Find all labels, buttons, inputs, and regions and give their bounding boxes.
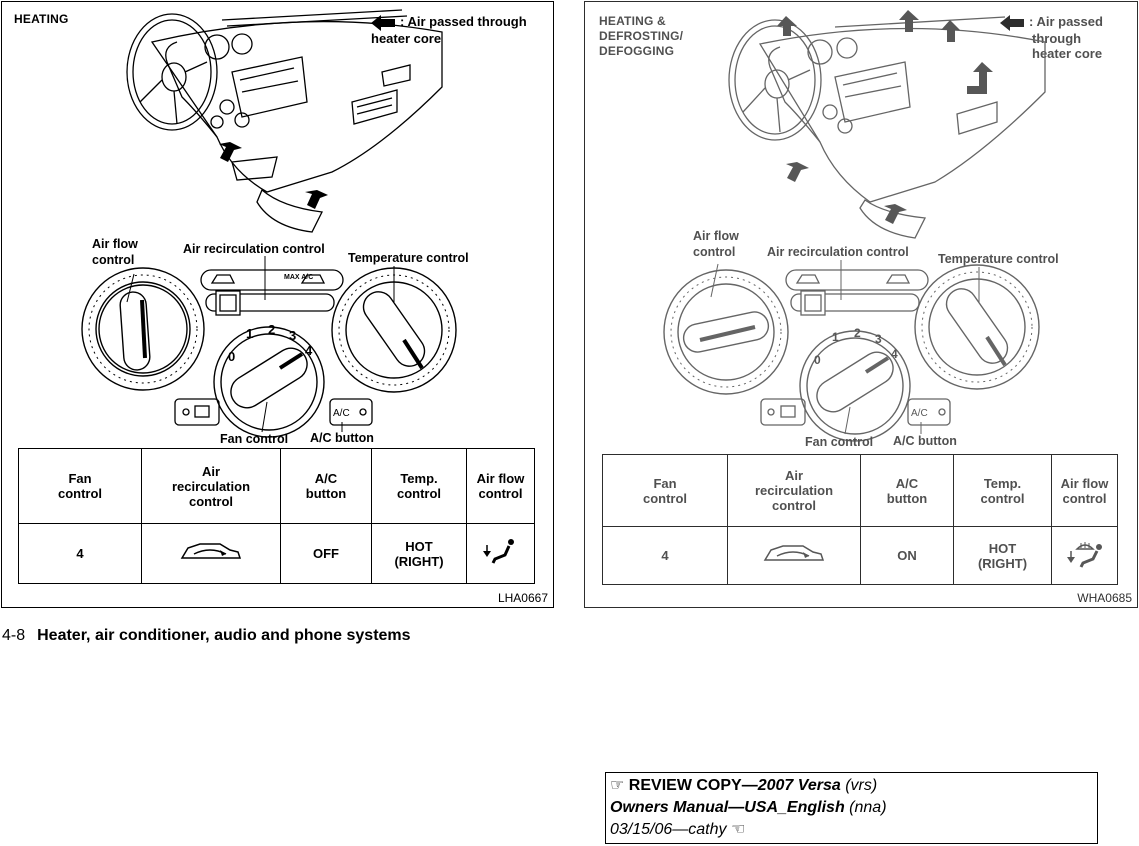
cell-recirc (727, 526, 861, 585)
pointing-hand-right-icon: ☞ (610, 777, 625, 794)
callout-temperature: Temperature control (938, 252, 1059, 266)
page-number: 4-8 (2, 627, 26, 644)
cell-recirc (141, 523, 281, 584)
panel-title: HEATING (14, 12, 69, 26)
callout-fan: Fan control (805, 435, 874, 449)
callout-ac-button: A/C button (893, 434, 957, 448)
foot-vent-icon (482, 539, 514, 564)
review-line-1: ☞ REVIEW COPY—2007 Versa (vrs) (610, 777, 878, 794)
cell-ac: OFF (280, 523, 372, 584)
cell-fan: 4 (602, 526, 728, 585)
ac-button-text: A/C (911, 408, 928, 419)
heating-defrosting-illustration: 0 1 2 3 4 A/C (663, 10, 1046, 442)
figure-heating: HEATING : Air passed through heater core (1, 1, 554, 608)
review-line-3: 03/15/06—cathy ☜ (610, 821, 746, 838)
cell-fan: 4 (18, 523, 142, 584)
review-copy-box: ☞ REVIEW COPY—2007 Versa (vrs) Owners Ma… (605, 772, 1098, 844)
cell-ac: ON (860, 526, 954, 585)
fan-speed-2: 2 (854, 326, 861, 340)
figure-code: WHA0685 (1077, 591, 1132, 605)
recirculation-car-icon (180, 543, 242, 559)
fan-speed-4: 4 (891, 347, 898, 361)
defrost-foot-vent-icon (1066, 542, 1102, 568)
ac-button-text: A/C (333, 408, 350, 419)
callout-air-recirculation: Air recirculation control (767, 245, 909, 259)
table-row: 4 OFF HOT(RIGHT) (18, 523, 535, 584)
header-temp: Temp.control (953, 454, 1052, 527)
heater-core-legend: : Air passed through heater core (1000, 14, 1135, 61)
pointing-hand-left-icon: ☜ (730, 821, 746, 838)
cell-air-flow (1051, 526, 1118, 585)
fan-speed-3: 3 (289, 328, 296, 343)
table-row: 4 ON HOT(RIGHT) (602, 526, 1118, 585)
fan-speed-4: 4 (305, 343, 313, 358)
section-title: Heater, air conditioner, audio and phone… (37, 627, 411, 644)
air-arrow-icon (1000, 14, 1024, 31)
callout-temperature: Temperature control (348, 251, 469, 265)
fan-speed-0: 0 (228, 349, 235, 364)
callout-ac-button: A/C button (310, 431, 374, 445)
review-line-2: Owners Manual—USA_English (nna) (610, 799, 887, 816)
callout-fan: Fan control (220, 432, 289, 446)
figure-heating-defrosting: HEATING &DEFROSTING/DEFOGGING : Air pass… (584, 1, 1138, 608)
fan-speed-1: 1 (832, 330, 839, 344)
cell-temp: HOT(RIGHT) (371, 523, 467, 584)
panel-title: HEATING &DEFROSTING/DEFOGGING (599, 14, 684, 58)
heater-core-legend: : Air passed through heater core (371, 14, 527, 46)
fan-speed-2: 2 (268, 322, 275, 337)
figure-code: LHA0667 (497, 591, 548, 605)
cell-temp: HOT(RIGHT) (953, 526, 1052, 585)
cell-air-flow (466, 523, 535, 584)
heating-illustration: MAX A/C 0 1 2 3 4 (81, 9, 457, 438)
recirculation-car-icon (763, 545, 825, 561)
fan-speed-3: 3 (875, 332, 882, 346)
max-ac-text: MAX A/C (284, 274, 313, 281)
callout-air-recirculation: Air recirculation control (183, 242, 325, 256)
fan-speed-1: 1 (246, 326, 253, 341)
header-temp: Temp.control (371, 448, 467, 524)
fan-speed-0: 0 (814, 353, 821, 367)
air-arrow-icon (371, 14, 395, 31)
page-footer: 4-8 Heater, air conditioner, audio and ph… (2, 627, 411, 645)
